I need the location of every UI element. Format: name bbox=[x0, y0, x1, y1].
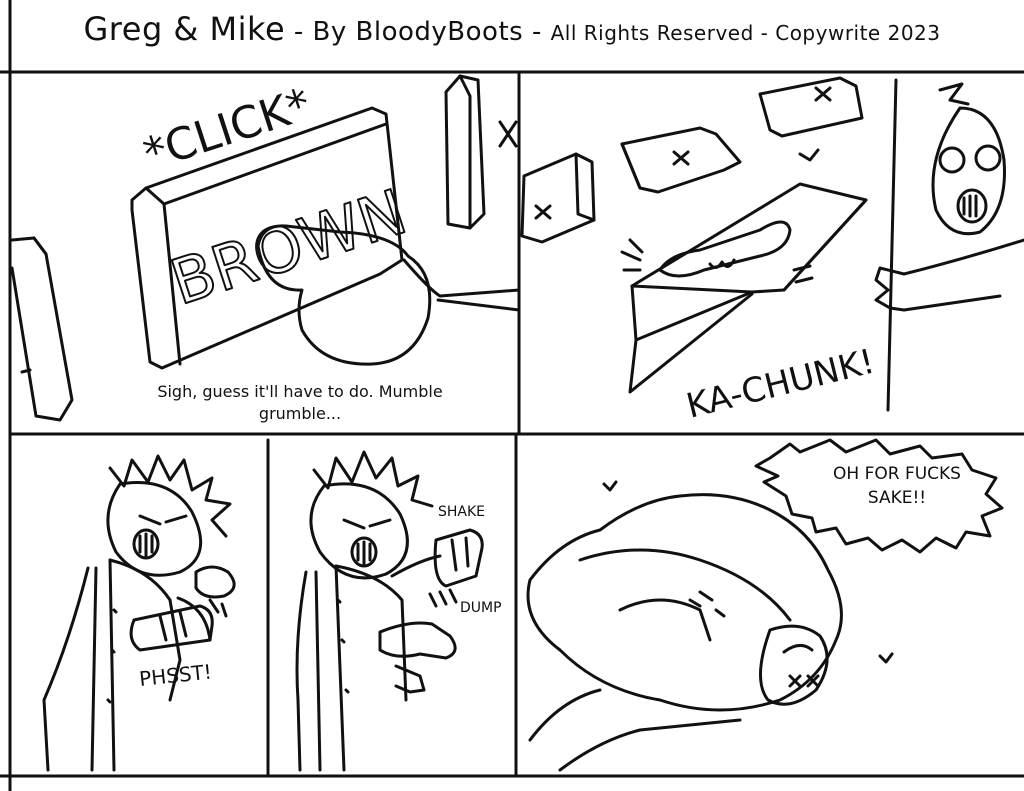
panel-1-art bbox=[10, 74, 521, 422]
dump-sfx: DUMP bbox=[460, 600, 502, 616]
comic-header: Greg & Mike - By BloodyBoots - All Right… bbox=[0, 10, 1024, 48]
panel-4-art bbox=[295, 450, 484, 772]
panel-3-art bbox=[42, 454, 236, 772]
panel-5-art bbox=[526, 438, 1004, 772]
comic-rights: All Rights Reserved - Copywrite 2023 bbox=[550, 21, 941, 45]
speech-bubble-text: OH FOR FUCKS SAKE!! bbox=[833, 464, 961, 508]
comic-byline: - By BloodyBoots - bbox=[293, 17, 542, 47]
click-sfx: *CLICK* bbox=[138, 79, 317, 181]
panel-2-art bbox=[520, 76, 1024, 412]
button-label: BROWN bbox=[162, 175, 415, 319]
phsst-sfx: PHSST! bbox=[138, 660, 213, 691]
panel-1-caption: Sigh, guess it'll have to do. Mumble gru… bbox=[157, 382, 443, 423]
kachunk-sfx: KA-CHUNK! bbox=[683, 341, 879, 426]
shake-sfx: SHAKE bbox=[438, 504, 485, 520]
comic-title: Greg & Mike bbox=[83, 10, 286, 48]
